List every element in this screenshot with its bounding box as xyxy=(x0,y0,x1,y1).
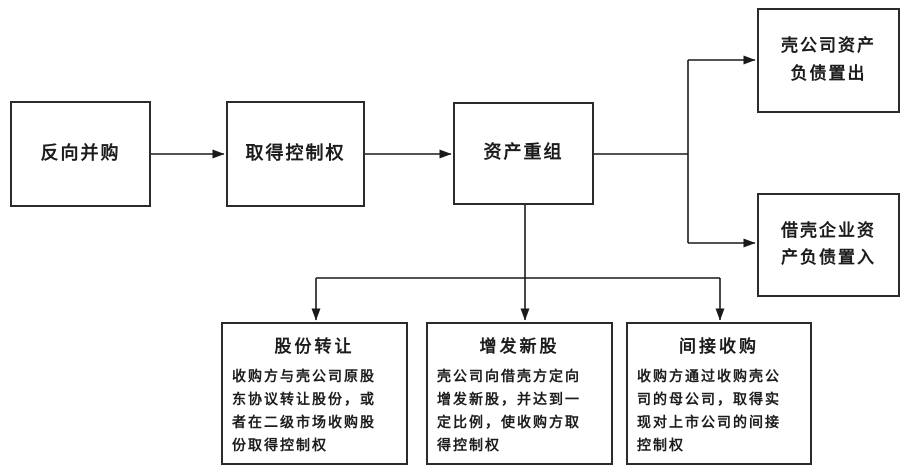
node-label: 壳公司资产 负债置出 xyxy=(781,36,876,84)
node-title: 间接收购 xyxy=(679,337,759,357)
node-label: 借壳企业资 产负债置入 xyxy=(781,220,876,268)
node-body: 壳公司向借壳方定向 增发新股，并达到一 定比例，使收购方取 得控制权 xyxy=(437,369,581,454)
node-label: 反向并购 xyxy=(40,142,121,164)
node-label: 取得控制权 xyxy=(245,142,346,164)
node-label: 资产重组 xyxy=(483,142,564,164)
node-indirect-acquisition: 间接收购 收购方通过收购壳公 司的母公司，取得实 现对上市公司的间接 控制权 xyxy=(626,322,812,465)
node-body: 收购方与壳公司原股 东协议转让股份，或 者在二级市场收购股 份取得控制权 xyxy=(232,369,376,454)
node-title: 增发新股 xyxy=(479,337,560,357)
node-share-transfer: 股份转让 收购方与壳公司原股 东协议转让股份，或 者在二级市场收购股 份取得控制… xyxy=(221,322,408,465)
node-body: 收购方通过收购壳公 司的母公司，取得实 现对上市公司的间接 控制权 xyxy=(637,369,781,454)
node-shell-assets-out: 壳公司资产 负债置出 xyxy=(757,8,900,113)
node-obtain-control: 取得控制权 xyxy=(226,101,365,207)
node-title: 股份转让 xyxy=(274,337,355,357)
node-new-share-issue: 增发新股 壳公司向借壳方定向 增发新股，并达到一 定比例，使收购方取 得控制权 xyxy=(426,322,613,465)
node-reverse-merger: 反向并购 xyxy=(10,101,151,207)
node-shell-assets-in: 借壳企业资 产负债置入 xyxy=(757,193,900,297)
node-asset-restructuring: 资产重组 xyxy=(453,102,594,205)
